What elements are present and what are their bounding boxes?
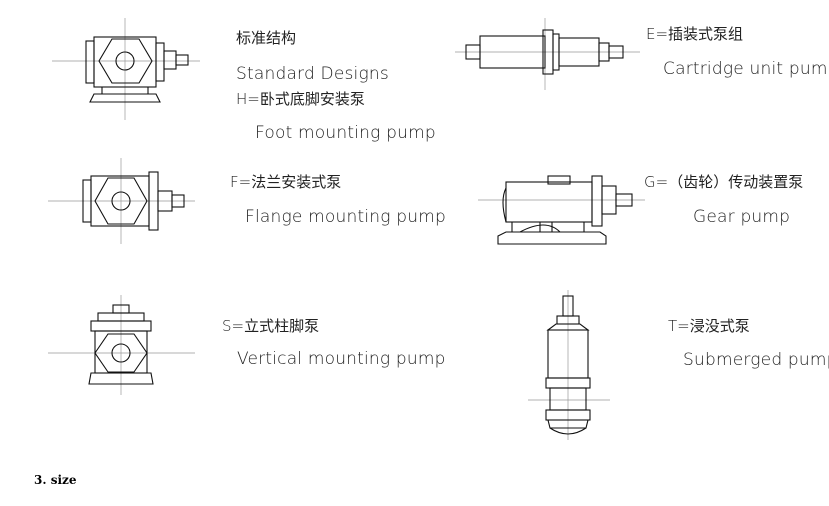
gear-pump-en: Gear pump	[693, 207, 791, 227]
flange-mounting-pump-cn: F=法兰安装式泵	[230, 173, 342, 191]
vertical-mounting-pump-en: Vertical mounting pump	[237, 349, 446, 369]
flange-mounting-pump-icon	[48, 158, 195, 244]
submerged-pump-cn: T=浸没式泵	[668, 317, 750, 335]
standard-designs-cn: 标准结构	[236, 29, 297, 47]
cartridge-unit-pump-cn: E=插装式泵组	[646, 25, 744, 43]
foot-mounting-pump-icon	[52, 18, 200, 120]
foot-mounting-pump-en: Foot mounting pump	[255, 123, 436, 143]
vertical-mounting-pump-cn: S=立式柱脚泵	[222, 317, 320, 335]
flange-mounting-pump-en: Flange mounting pump	[245, 207, 446, 227]
section-title: 3. size	[34, 473, 77, 487]
cartridge-unit-pump-en: Cartridge unit pump	[663, 59, 829, 79]
vertical-mounting-pump-icon	[48, 295, 195, 395]
cartridge-unit-pump-icon	[455, 18, 640, 90]
standard-designs-en: Standard Designs	[236, 64, 389, 84]
foot-mounting-pump-cn: H=卧式底脚安装泵	[236, 90, 365, 108]
submerged-pump-icon	[528, 290, 610, 440]
gear-pump-icon	[478, 175, 645, 245]
gear-pump-cn: G=（齿轮）传动装置泵	[644, 173, 804, 191]
submerged-pump-en: Submerged pump	[683, 350, 829, 370]
